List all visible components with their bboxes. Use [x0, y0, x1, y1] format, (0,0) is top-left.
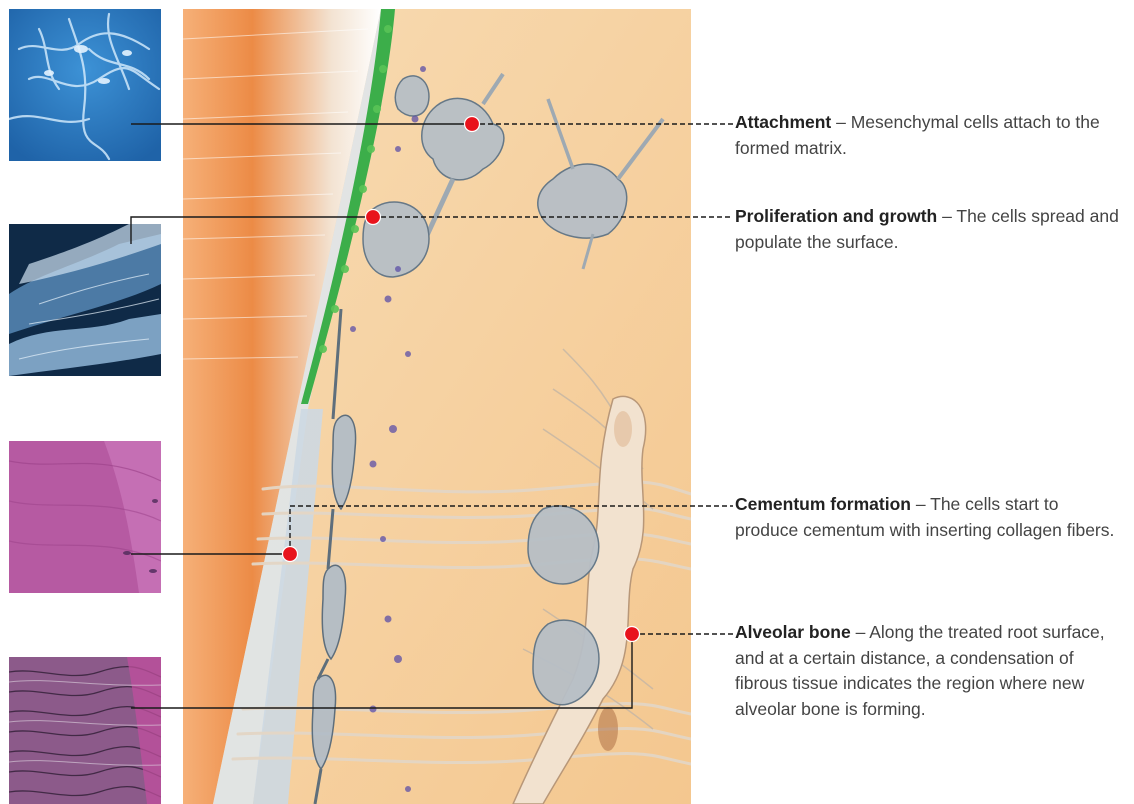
label-separator: – — [937, 206, 956, 226]
label-cementum: Cementum formation – The cells start to … — [735, 492, 1125, 543]
label-separator: – — [911, 494, 930, 514]
micrograph-attachment — [9, 9, 161, 161]
micrograph-proliferation — [9, 224, 161, 376]
label-alveolar-bone: Alveolar bone – Along the treated root s… — [735, 620, 1125, 722]
micrograph-cementum — [9, 441, 161, 593]
periodontal-regeneration-illustration — [183, 9, 691, 804]
label-cementum-title: Cementum formation — [735, 494, 911, 514]
micrograph-alveolar-bone — [9, 657, 161, 804]
label-separator: – — [851, 622, 870, 642]
label-alveolar-bone-title: Alveolar bone — [735, 622, 851, 642]
label-proliferation-title: Proliferation and growth — [735, 206, 937, 226]
label-attachment: Attachment – Mesenchymal cells attach to… — [735, 110, 1125, 161]
label-proliferation: Proliferation and growth – The cells spr… — [735, 204, 1125, 255]
label-separator: – — [831, 112, 850, 132]
label-attachment-title: Attachment — [735, 112, 831, 132]
